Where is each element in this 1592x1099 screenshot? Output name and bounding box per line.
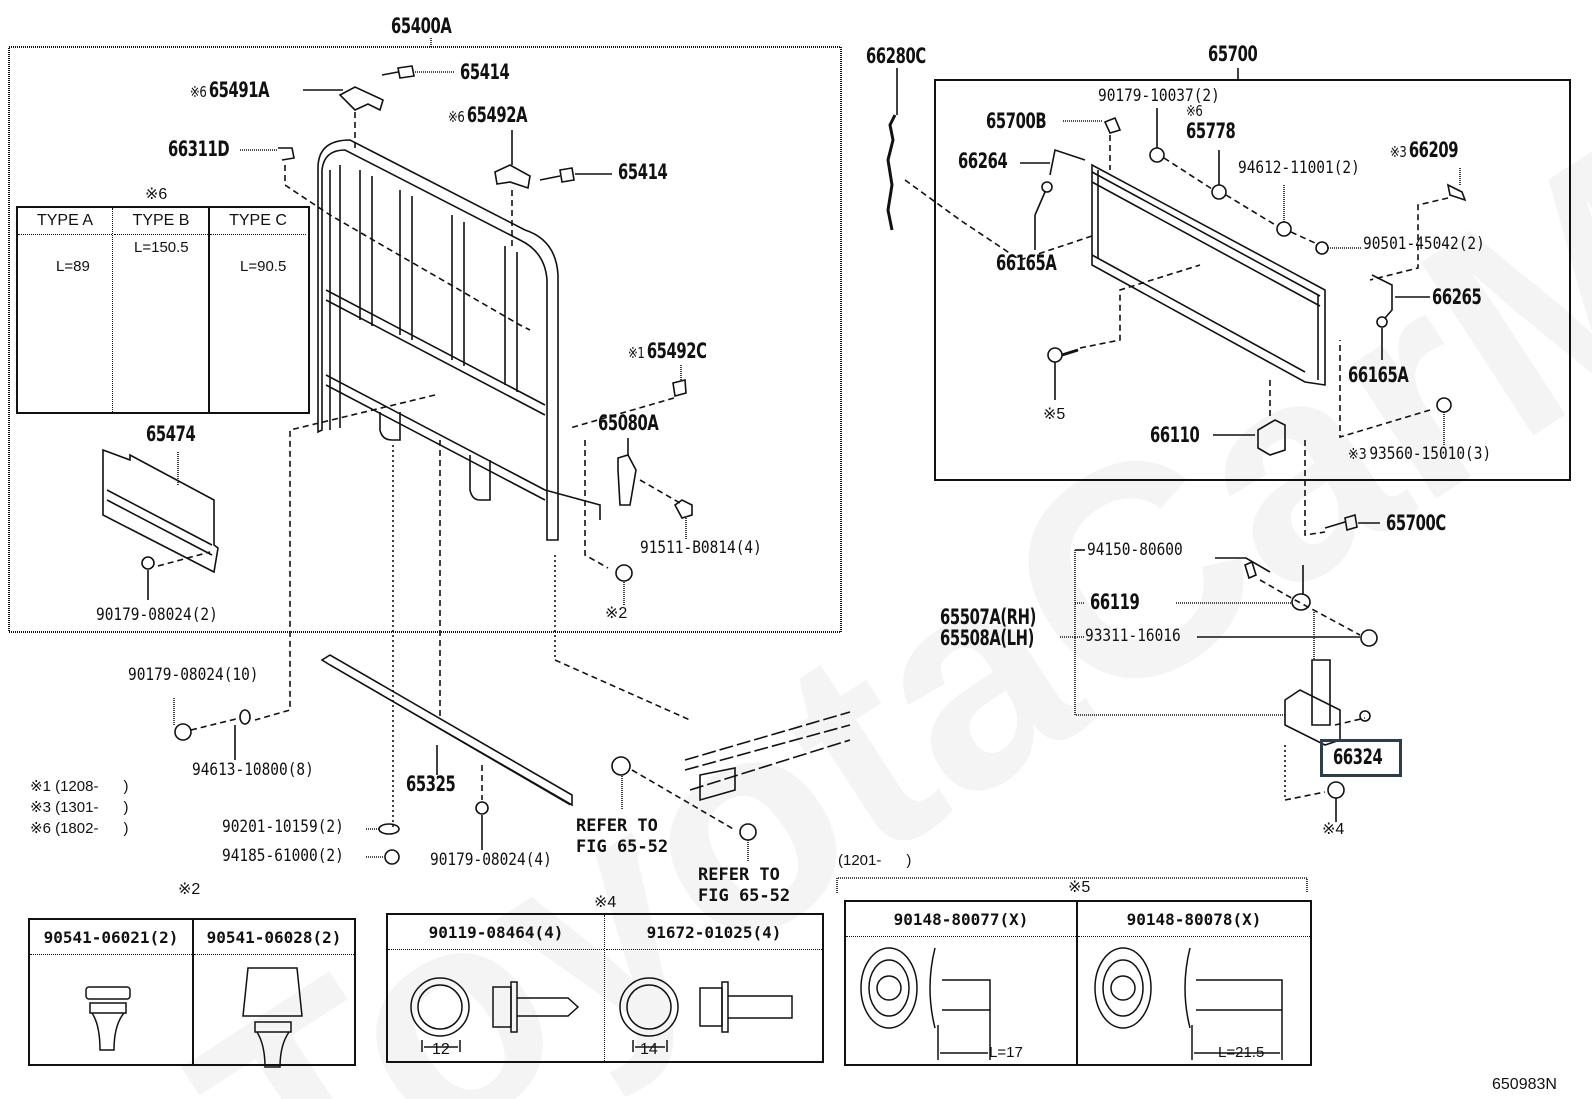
refer-to-fig-1[interactable]: REFER TO FIG 65-52 xyxy=(576,816,669,858)
part-label-65778[interactable]: ※6 65778 xyxy=(1186,102,1236,143)
bolt-dimension-2: 14 xyxy=(640,1041,658,1058)
note-mark-2: ※2 xyxy=(605,605,628,622)
part-label-94612-11001[interactable]: 94612-11001(2) xyxy=(1238,158,1360,178)
legend-note: ※1 (1208- ) xyxy=(30,778,129,795)
part-label-66280C[interactable]: 66280C xyxy=(866,44,926,68)
part-label-91511-B0814[interactable]: 91511-B0814(4) xyxy=(640,538,762,558)
part-label-65700B[interactable]: 65700B xyxy=(986,109,1047,133)
bolt-table-note: ※4 xyxy=(594,894,617,911)
part-label-65414[interactable]: 65414 xyxy=(460,60,510,84)
part-label-66311D[interactable]: 66311D xyxy=(168,137,230,161)
clip-header-1: 90541-06021(2) xyxy=(30,920,192,955)
screw-drawings xyxy=(860,947,1283,1060)
clip-header-2: 90541-06028(2) xyxy=(194,920,354,955)
type-a-dimension: L=89 xyxy=(56,258,90,275)
part-label-94185-61000[interactable]: 94185-61000(2) xyxy=(222,846,344,866)
part-label-65080A[interactable]: 65080A xyxy=(598,411,659,435)
screw-dimension-2: L=21.5 xyxy=(1218,1044,1265,1061)
screw-table: 90148-80077(X) 90148-80078(X) L=17 L=21.… xyxy=(844,900,1312,1066)
note-mark: ※6 xyxy=(448,108,465,126)
bolt-header-2: 91672-01025(4) xyxy=(606,915,822,950)
rear-panel-drawing xyxy=(317,139,601,541)
part-label-66110[interactable]: 66110 xyxy=(1150,423,1200,447)
refer-to-fig-2[interactable]: REFER TO FIG 65-52 xyxy=(698,865,791,907)
part-label-66264[interactable]: 66264 xyxy=(958,149,1008,173)
group-label-rear-panel[interactable]: 65400A xyxy=(391,14,452,38)
part-label-65414-b[interactable]: 65414 xyxy=(618,160,668,184)
note-mark: ※3 xyxy=(1390,143,1407,161)
column-divider xyxy=(604,915,605,1061)
group-label-tailgate[interactable]: 65700 xyxy=(1208,42,1258,66)
part-label-90179-10037[interactable]: 90179-10037(2) xyxy=(1098,86,1220,106)
part-label-66165A[interactable]: 66165A xyxy=(996,251,1057,275)
column-divider xyxy=(208,208,210,412)
part-label-66324[interactable]: 66324 xyxy=(1333,745,1383,769)
part-label-65507A-RH[interactable]: 65507A(RH) xyxy=(940,605,1036,629)
legend-notes: ※1 (1208- ) ※3 (1301- ) ※6 (1802- ) xyxy=(30,776,128,839)
bolt-drawings xyxy=(410,977,793,1052)
part-label-90179-08024-4[interactable]: 90179-08024(4) xyxy=(430,850,552,870)
type-c-header: TYPE C xyxy=(210,208,306,235)
type-table-note: ※6 xyxy=(145,186,168,203)
clip-table: 90541-06021(2) 90541-06028(2) xyxy=(28,918,356,1066)
part-label-93311-16016[interactable]: 93311-16016 xyxy=(1085,626,1181,646)
type-table: TYPE A TYPE B TYPE C L=89 L=150.5 L=90.5 xyxy=(16,206,310,414)
tailgate-drawing xyxy=(1091,163,1326,386)
part-label-66265[interactable]: 66265 xyxy=(1432,285,1482,309)
clip-drawings xyxy=(85,967,303,1068)
rear-panel-group-frame xyxy=(8,46,842,633)
note-mark-5: ※5 xyxy=(1043,406,1066,423)
column-divider xyxy=(112,208,113,412)
type-b-header: TYPE B xyxy=(114,208,208,235)
part-label-90501-45042[interactable]: 90501-45042(2) xyxy=(1363,234,1485,254)
note-mark: ※1 xyxy=(628,344,645,362)
bolt-header-1: 90119-08464(4) xyxy=(388,915,604,950)
bolt-table: 90119-08464(4) 91672-01025(4) 12 14 xyxy=(386,913,824,1063)
part-label-94613-10800[interactable]: 94613-10800(8) xyxy=(192,760,314,780)
part-label-65474[interactable]: 65474 xyxy=(146,422,196,446)
part-label-65325[interactable]: 65325 xyxy=(406,772,456,796)
screw-table-range: (1201- ) xyxy=(838,852,912,869)
screw-dimension-1: L=17 xyxy=(989,1044,1023,1061)
column-divider xyxy=(1076,902,1078,1064)
type-a-header: TYPE A xyxy=(18,208,112,235)
screw-table-note: ※5 xyxy=(1068,879,1091,896)
part-label-66119[interactable]: 66119 xyxy=(1090,590,1140,614)
note-mark-4: ※4 xyxy=(1322,821,1345,838)
part-label-90201-10159[interactable]: 90201-10159(2) xyxy=(222,817,344,837)
screw-header-2: 90148-80078(X) xyxy=(1078,902,1310,937)
part-label-65700C[interactable]: 65700C xyxy=(1386,511,1446,535)
type-c-dimension: L=90.5 xyxy=(240,258,287,275)
part-label-90179-08024-2[interactable]: 90179-08024(2) xyxy=(96,605,218,625)
part-label-65508A-LH[interactable]: 65508A(LH) xyxy=(940,626,1034,650)
note-mark: ※6 xyxy=(190,83,207,101)
note-mark: ※6 xyxy=(1186,102,1203,120)
part-label-94150-80600[interactable]: 94150-80600 xyxy=(1087,540,1183,560)
tailgate-group-frame xyxy=(934,79,1571,481)
figure-id: 650983N xyxy=(1492,1076,1557,1093)
clip-table-note: ※2 xyxy=(178,881,201,898)
legend-note: ※3 (1301- ) xyxy=(30,799,129,816)
type-b-dimension: L=150.5 xyxy=(134,239,189,256)
note-mark: ※3 xyxy=(1348,445,1367,463)
part-label-66165A-b[interactable]: 66165A xyxy=(1348,363,1409,387)
bolt-dimension-1: 12 xyxy=(432,1041,450,1058)
legend-note: ※6 (1802- ) xyxy=(30,820,129,837)
highlighted-part-box[interactable]: 66324 xyxy=(1320,739,1402,777)
screw-header-1: 90148-80077(X) xyxy=(846,902,1076,937)
column-divider xyxy=(192,920,194,1064)
part-label-90179-08024-10[interactable]: 90179-08024(10) xyxy=(128,665,259,685)
